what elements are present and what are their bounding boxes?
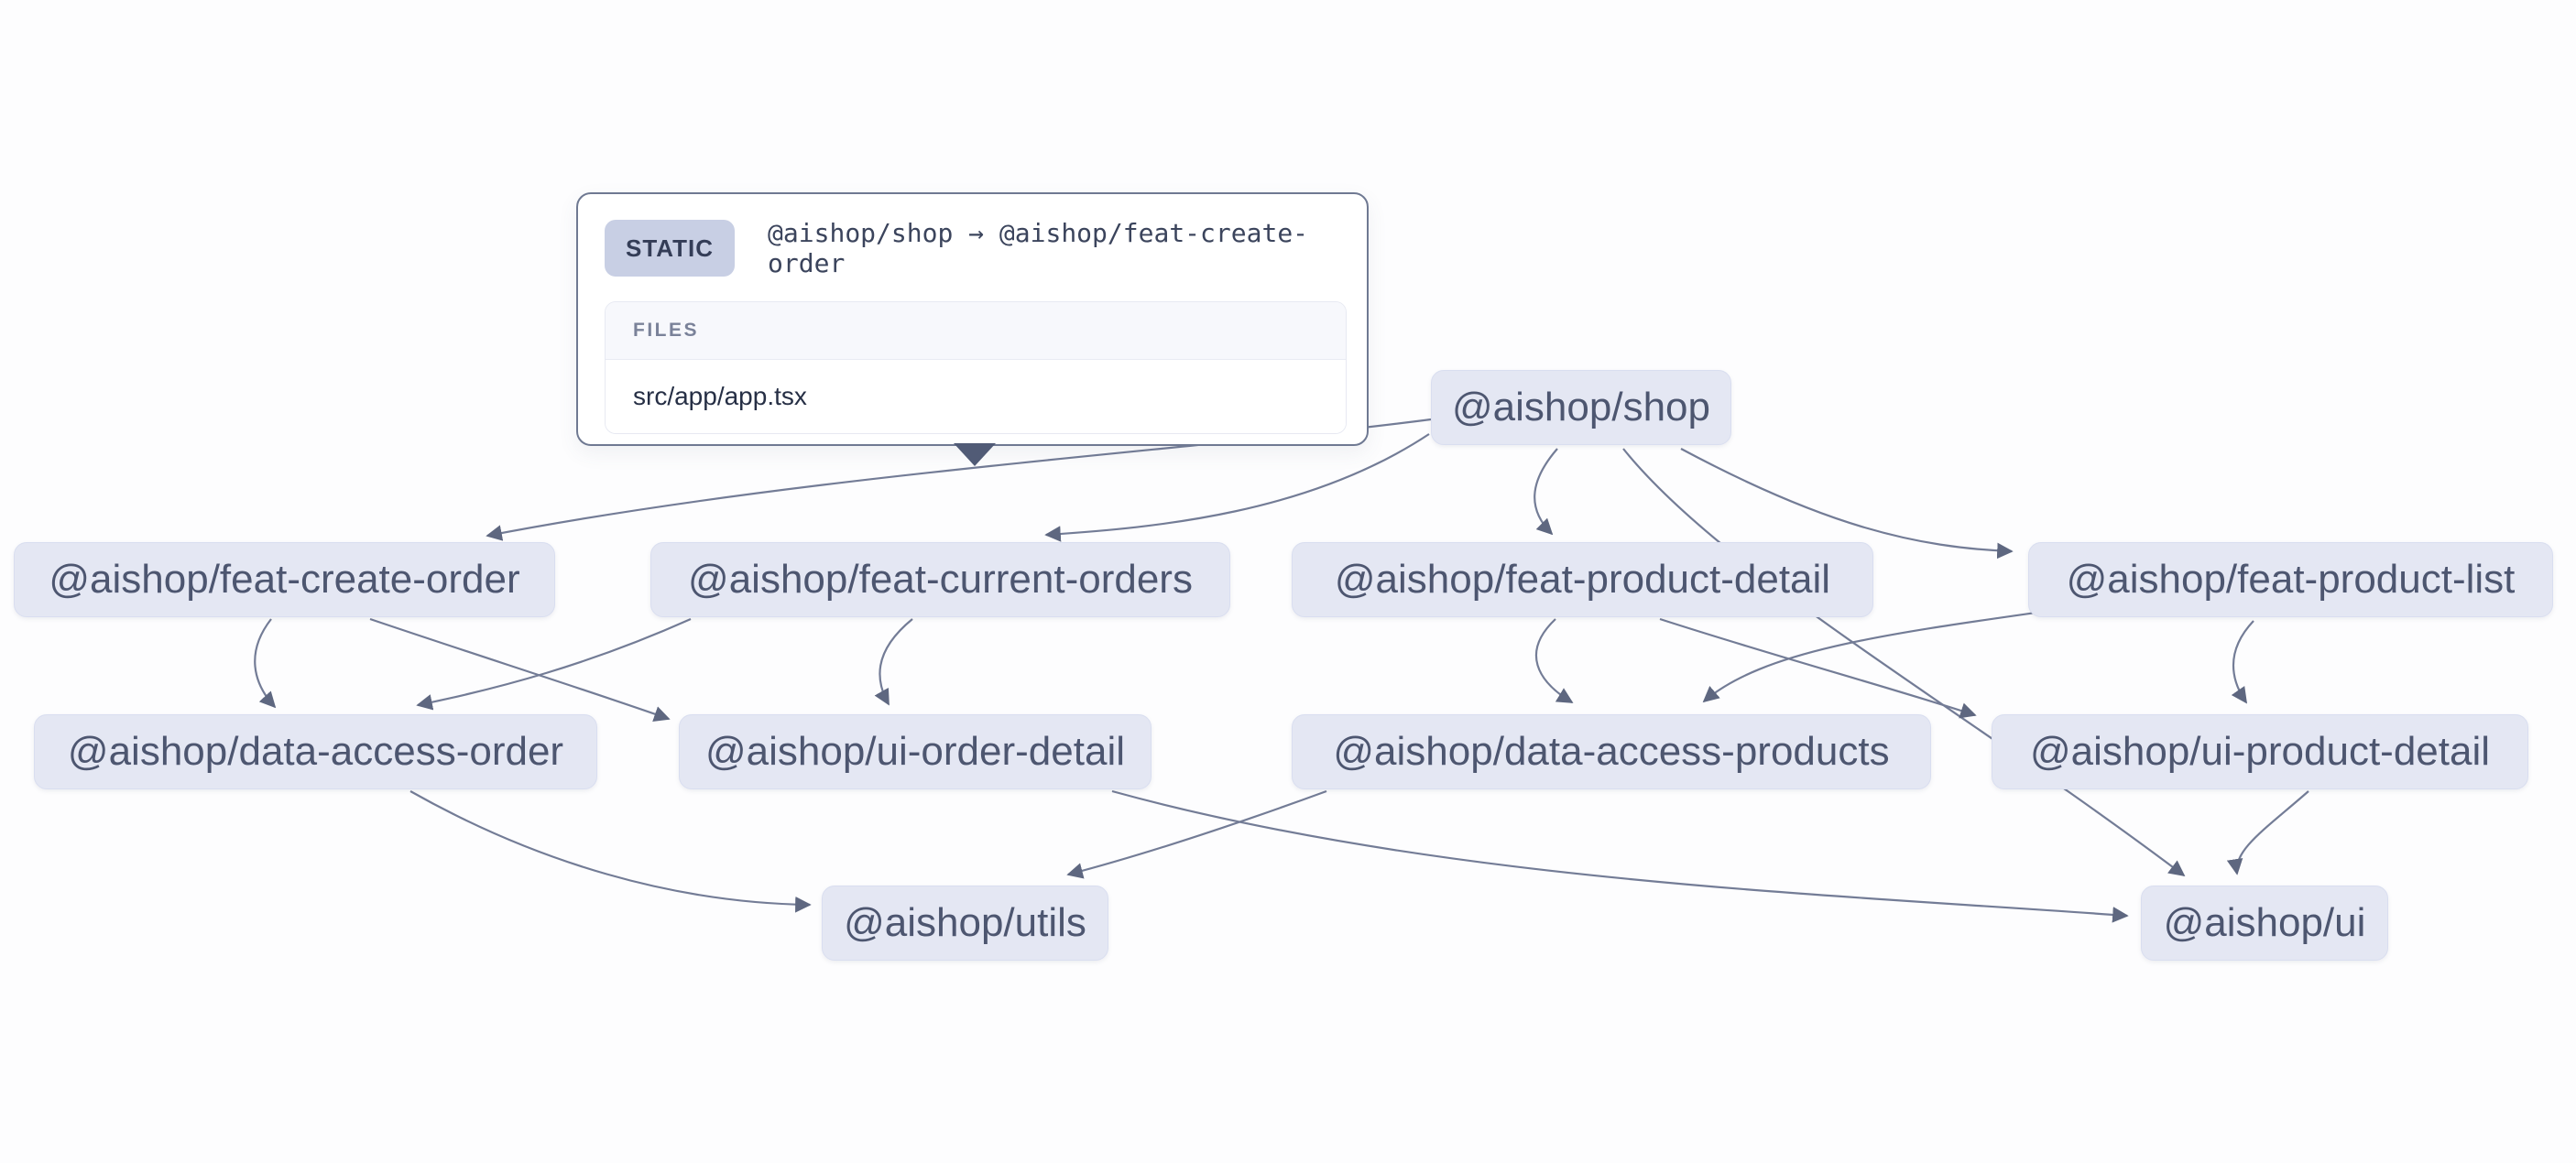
node-ui-product-detail[interactable]: @aishop/ui-product-detail <box>1992 714 2528 789</box>
tooltip-caret-icon <box>954 443 996 466</box>
files-section-heading: FILES <box>606 302 1346 360</box>
node-ui[interactable]: @aishop/ui <box>2141 886 2388 961</box>
edge-feat-current-orders-to-data-access-order[interactable] <box>416 617 692 711</box>
edge-ui-order-detail-to-ui[interactable] <box>1111 789 2129 923</box>
node-ui-order-detail[interactable]: @aishop/ui-order-detail <box>679 714 1152 789</box>
edge-feat-product-list-to-ui-product-detail[interactable] <box>2231 620 2254 704</box>
edge-tooltip-title: @aishop/shop → @aishop/feat-create-order <box>768 218 1309 278</box>
edge-data-access-products-to-utils[interactable] <box>1066 789 1327 879</box>
edge-shop-to-feat-product-detail[interactable] <box>1534 448 1558 536</box>
node-data-access-products[interactable]: @aishop/data-access-products <box>1292 714 1931 789</box>
edge-shop-to-ui[interactable] <box>1622 448 2186 877</box>
node-feat-product-list[interactable]: @aishop/feat-product-list <box>2028 542 2553 617</box>
edge-tooltip: STATIC @aishop/shop → @aishop/feat-creat… <box>576 192 1369 466</box>
edge-feat-product-list-to-data-access-products[interactable] <box>1702 608 2057 703</box>
files-section: FILES src/app/app.tsx <box>605 301 1347 434</box>
edge-feat-create-order-to-ui-order-detail[interactable] <box>369 617 671 723</box>
dependency-type-badge: STATIC <box>605 220 736 277</box>
edge-ui-product-detail-to-ui[interactable] <box>2226 790 2309 875</box>
edge-shop-to-feat-product-list[interactable] <box>1680 448 2014 560</box>
edge-tooltip-header: STATIC @aishop/shop → @aishop/feat-creat… <box>578 194 1367 299</box>
edge-feat-create-order-to-data-access-order[interactable] <box>254 618 277 709</box>
edge-feat-product-detail-to-data-access-products[interactable] <box>1534 618 1574 703</box>
node-data-access-order[interactable]: @aishop/data-access-order <box>34 714 597 789</box>
file-list-item: src/app/app.tsx <box>606 360 1346 433</box>
edge-feat-current-orders-to-ui-order-detail[interactable] <box>874 618 913 706</box>
node-feat-current-orders[interactable]: @aishop/feat-current-orders <box>650 542 1230 617</box>
edge-data-access-order-to-utils[interactable] <box>409 790 812 913</box>
node-shop[interactable]: @aishop/shop <box>1431 370 1731 445</box>
node-utils[interactable]: @aishop/utils <box>822 886 1108 961</box>
edge-shop-to-feat-current-orders[interactable] <box>1044 433 1430 542</box>
node-feat-product-detail[interactable]: @aishop/feat-product-detail <box>1292 542 1873 617</box>
node-feat-create-order[interactable]: @aishop/feat-create-order <box>14 542 555 617</box>
edge-feat-product-detail-to-ui-product-detail[interactable] <box>1659 617 1977 719</box>
